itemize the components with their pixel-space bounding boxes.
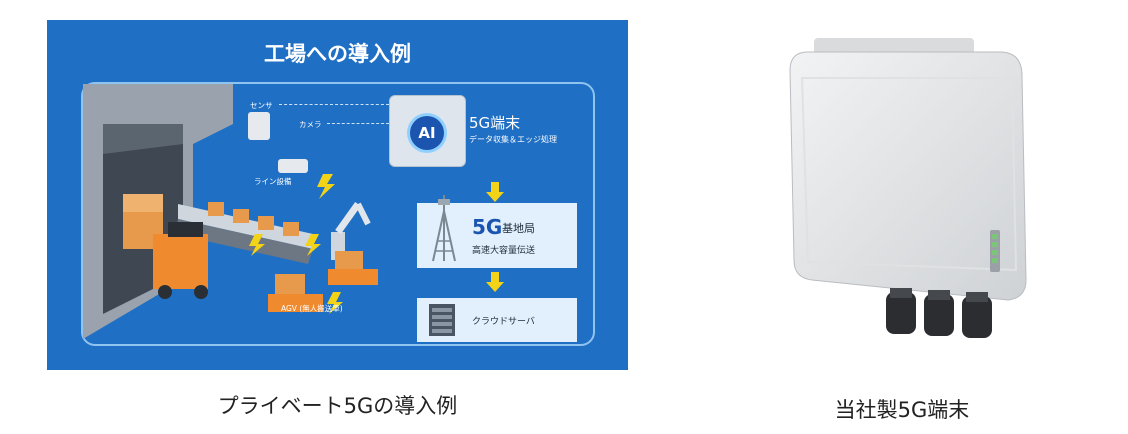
sensor-label: センサ — [250, 101, 273, 110]
arrow-down-icon — [486, 182, 504, 202]
factory-scene — [83, 84, 378, 339]
illustration-title: 工場への導入例 — [264, 42, 411, 66]
factory-example-illustration: 工場への導入例 — [47, 20, 628, 370]
cloud-server-title: クラウドサーバ — [472, 317, 535, 327]
camera-label: カメラ — [299, 120, 322, 129]
device-title: 5G端末 — [469, 114, 521, 132]
ai-badge: AI — [410, 116, 444, 150]
base-station-subtitle: 高速大容量伝送 — [472, 246, 536, 256]
cloud-server-card: クラウドサーバ — [417, 298, 577, 342]
arrow-down-icon — [486, 272, 504, 292]
base-station-card: 5G 基地局 高速大容量伝送 — [417, 195, 577, 268]
device-subtitle: データ収集＆エッジ処理 — [469, 135, 557, 144]
5g-terminal-product-image — [789, 38, 1027, 338]
sensor-line — [279, 104, 389, 105]
5g-device-illustration: AI — [389, 95, 466, 167]
antenna-tower-icon — [432, 195, 456, 262]
agv-label: AGV (無人搬送車) — [281, 304, 343, 313]
server-rack-icon — [429, 304, 455, 336]
base-station-5g: 5G — [472, 215, 503, 239]
base-station-title: 基地局 — [502, 222, 535, 235]
factory-frame — [81, 82, 595, 346]
right-figure-caption: 当社製5G端末 — [834, 398, 970, 422]
line-equipment-label: ライン設備 — [254, 177, 292, 186]
left-figure-caption: プライベート5Gの導入例 — [217, 394, 458, 418]
camera-line — [327, 123, 389, 124]
